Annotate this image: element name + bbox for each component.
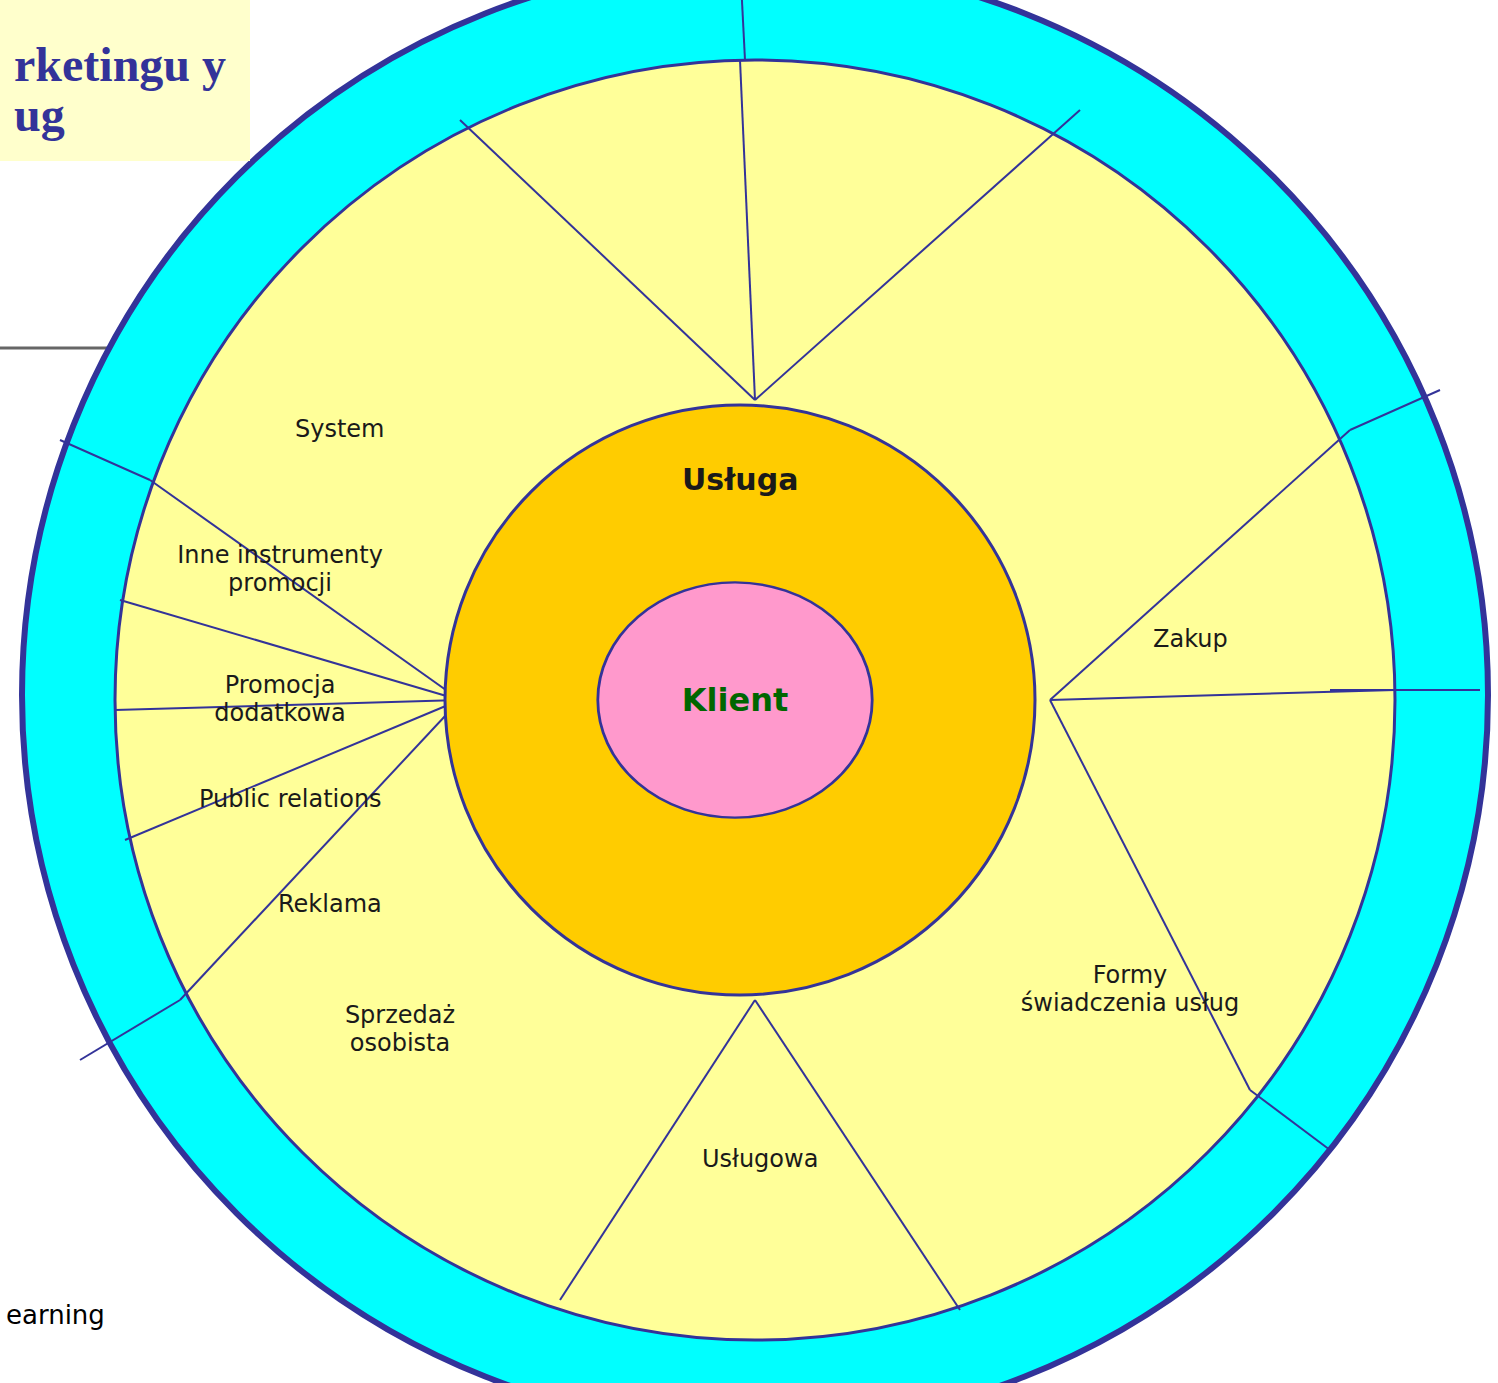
sector-label: Inne instrumenty promocji — [150, 536, 410, 603]
sector-label: System — [289, 410, 391, 450]
center-ellipse: Klient — [595, 580, 875, 820]
node-text: Usługowa — [702, 1146, 818, 1174]
footer-note: earning — [6, 1300, 105, 1330]
node-text: Formy świadczenia usług — [1016, 962, 1244, 1017]
node-text: Inne instrumenty promocji — [156, 542, 404, 597]
node-text: Zakup — [1153, 626, 1228, 654]
sector-label: Zakup — [1147, 620, 1234, 660]
node-text: Sprzedaż osobista — [291, 1002, 509, 1057]
node-text: System — [295, 416, 385, 444]
sector-label: Sprzedaż osobista — [285, 996, 515, 1063]
sector-label: Usługowa — [696, 1140, 824, 1180]
title-box: rketingu y ug — [0, 0, 250, 161]
node-text: Reklama — [278, 891, 382, 919]
node-text: Promocja dodatkowa — [166, 672, 394, 727]
title-text: rketingu y ug — [14, 38, 226, 141]
sector-label: Public relations — [193, 780, 388, 820]
node-text: Usługa — [682, 463, 798, 498]
sector-label: Promocja dodatkowa — [160, 666, 400, 733]
node-text: Public relations — [199, 786, 382, 814]
sector-label: Reklama — [272, 885, 388, 925]
sector-label: Formy świadczenia usług — [1010, 956, 1250, 1023]
ring-label: Usługa — [676, 457, 804, 504]
node-text: Klient — [682, 682, 789, 719]
